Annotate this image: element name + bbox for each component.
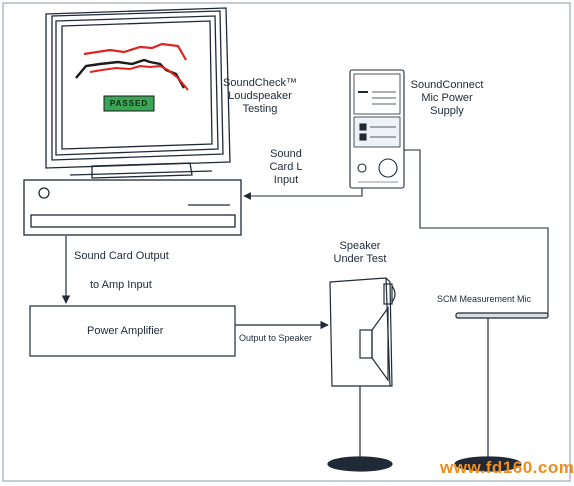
- sound-card-l-input-label: Sound Card L Input: [258, 148, 314, 187]
- sound-card-l-line-3: Input: [273, 174, 299, 186]
- power-amplifier-label: Power Amplifier: [87, 325, 164, 337]
- computer-base: [23, 179, 242, 236]
- to-amp-input-label: to Amp Input: [90, 279, 152, 291]
- outer-frame: [2, 2, 571, 482]
- soundcheck-line-3: Testing: [242, 103, 278, 115]
- watermark: www.fd160.com: [440, 458, 574, 477]
- soundcheck-line-2: Loudspeaker: [228, 90, 292, 102]
- soundconnect-line-1: SoundConnect: [410, 79, 484, 91]
- monitor: [45, 7, 231, 179]
- soundconnect-line-2: Mic Power: [421, 92, 473, 104]
- soundconnect-device: [349, 69, 405, 189]
- screen-badge-box: [103, 95, 155, 112]
- line-device-to-mic: [404, 149, 549, 315]
- line-device-to-soundcard: [243, 188, 363, 200]
- output-to-speaker-label: Output to Speaker: [239, 333, 313, 343]
- scm-mic-label: SCM Measurement Mic: [437, 294, 532, 304]
- soundconnect-line-3: Supply: [430, 105, 464, 117]
- speaker: [327, 277, 396, 472]
- sound-card-l-line-1: Sound: [270, 148, 302, 160]
- power-amplifier-box: [29, 305, 236, 357]
- measurement-mic: [454, 312, 549, 472]
- screen-trace-red-top: [83, 42, 187, 61]
- soundcheck-line-1: SoundCheck™: [223, 77, 297, 89]
- screen-badge: PASSED: [109, 99, 149, 108]
- soundcheck-label: SoundCheck™ Loudspeaker Testing: [210, 77, 310, 116]
- speaker-under-test-line-2: Under Test: [333, 253, 387, 265]
- speaker-under-test-label: Speaker Under Test: [322, 240, 398, 266]
- soundconnect-label: SoundConnect Mic Power Supply: [402, 79, 492, 118]
- speaker-under-test-line-1: Speaker: [339, 240, 381, 252]
- sound-card-l-line-2: Card L: [269, 161, 303, 173]
- sound-card-output-label: Sound Card Output: [74, 250, 169, 262]
- screen-trace-red-bottom: [89, 64, 189, 91]
